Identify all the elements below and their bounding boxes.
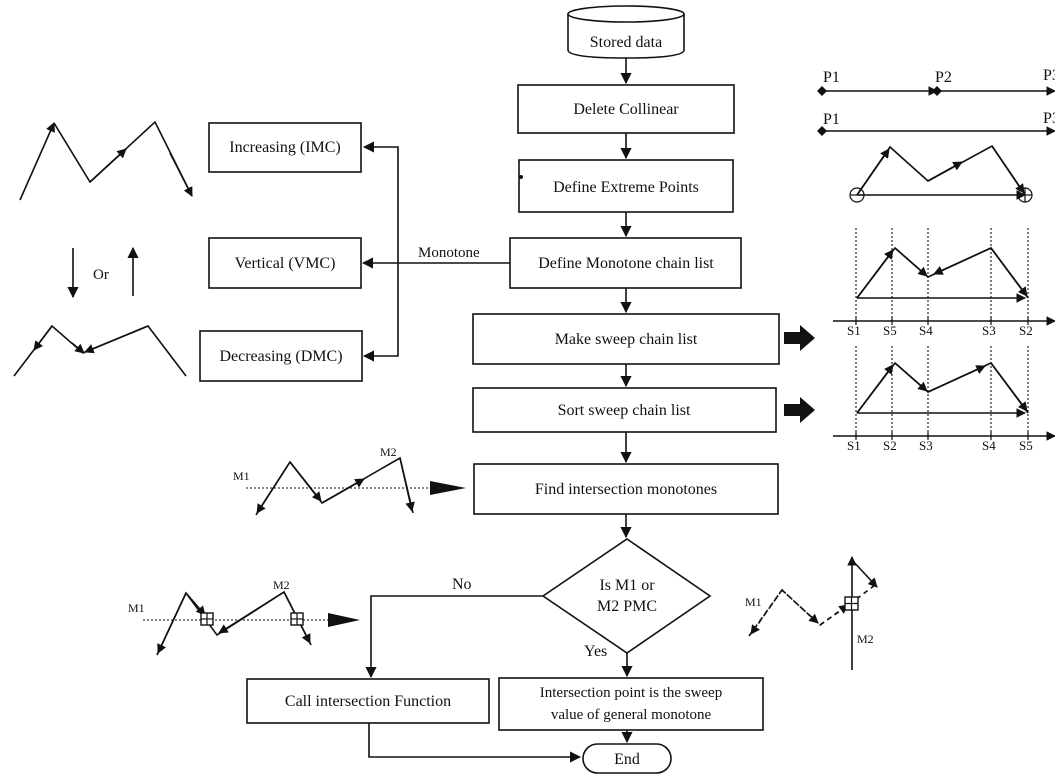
- no-m1-label: M1: [128, 601, 145, 615]
- sort-sweep-sketch: [784, 346, 1055, 441]
- stored-data-label: Stored data: [590, 34, 662, 51]
- decision-label-line1: Is M1 or: [599, 577, 655, 594]
- intersection-point-label-line1: Intersection point is the sweep: [540, 685, 722, 701]
- pmc-m2-label: M2: [857, 632, 874, 646]
- sweep_make-tick-label: S2: [1019, 323, 1033, 338]
- find-intersection-monotones-label: Find intersection monotones: [535, 481, 717, 498]
- make-sweep-sketch: [784, 228, 1055, 351]
- collinear-example: P1 P2 P3 P1 P3: [817, 67, 1055, 136]
- delete-collinear-node: Delete Collinear: [517, 84, 735, 134]
- increasing-box: Increasing (IMC): [208, 122, 362, 173]
- decreasing-label: Decreasing (DMC): [219, 348, 342, 365]
- delete-collinear-label: Delete Collinear: [573, 101, 679, 118]
- find-m1-label: M1: [233, 469, 250, 483]
- make-sweep-chain-list-node: Make sweep chain list: [472, 313, 780, 365]
- arrow-no-branch: [365, 595, 543, 679]
- decreasing-chain-sketch: [13, 324, 187, 377]
- find-intersection-sketch: M1 M2: [233, 445, 466, 516]
- end-label: End: [614, 751, 640, 768]
- sweep_sort-tick-label: S4: [982, 438, 996, 453]
- sort-sweep-chain-list-node: Sort sweep chain list: [472, 387, 777, 433]
- arrow-to-increasing: [362, 141, 399, 263]
- arrow-to-decreasing: [362, 263, 399, 362]
- or-label: Or: [93, 267, 109, 283]
- yes-label: Yes: [584, 643, 607, 660]
- vertical-label: Vertical (VMC): [235, 255, 336, 272]
- decision-label-line2: M2 PMC: [597, 598, 657, 615]
- increasing-label: Increasing (IMC): [229, 139, 341, 156]
- collinear-p3-label: P3: [1043, 67, 1055, 84]
- call-intersection-function-node: Call intersection Function: [246, 678, 490, 724]
- sweep_make-tick-label: S1: [847, 323, 861, 338]
- decreasing-box: Decreasing (DMC): [199, 330, 363, 382]
- make-sweep-ticks: S1 S5 S4 S3 S2: [847, 317, 1033, 338]
- end-node: End: [582, 743, 672, 774]
- increasing-chain-sketch: [19, 120, 193, 201]
- find-m2-label: M2: [380, 445, 397, 459]
- no-branch-sketch: M1 M2: [128, 578, 360, 656]
- find-intersection-monotones-node: Find intersection monotones: [473, 463, 779, 515]
- pmc-sketch: M1 M2: [745, 556, 878, 670]
- make-sweep-chain-list-label: Make sweep chain list: [555, 331, 698, 348]
- collinear-p1-label: P1: [823, 69, 840, 86]
- sweep_make-tick-label: S4: [919, 323, 933, 338]
- intersection-point-node: Intersection point is the sweep value of…: [498, 677, 764, 731]
- stored-data-node: Stored data: [567, 5, 685, 59]
- define-extreme-points-label: Define Extreme Points: [553, 179, 699, 196]
- arrow-call-to-end: [368, 723, 582, 763]
- no-m2-label: M2: [273, 578, 290, 592]
- define-monotone-chain-list-node: Define Monotone chain list: [509, 237, 742, 289]
- collinear-p3b-label: P3: [1043, 110, 1055, 127]
- sort-sweep-ticks: S1 S2 S3 S4 S5: [847, 432, 1033, 453]
- sort-sweep-chain-list-label: Sort sweep chain list: [558, 402, 691, 419]
- monotone-branch-label: Monotone: [418, 245, 480, 261]
- sweep_sort-tick-label: S5: [1019, 438, 1033, 453]
- no-label: No: [452, 576, 472, 593]
- sweep_make-tick-label: S5: [883, 323, 897, 338]
- extreme-points-sketch: [849, 144, 1033, 203]
- sweep_make-tick-label: S3: [982, 323, 996, 338]
- collinear-p1b-label: P1: [823, 111, 840, 128]
- sweep_sort-tick-label: S1: [847, 438, 861, 453]
- vertical-chain-sketch: Or: [67, 246, 139, 299]
- define-extreme-points-node: Define Extreme Points: [518, 159, 734, 213]
- pmc-m1-label: M1: [745, 595, 762, 609]
- sweep_sort-tick-label: S3: [919, 438, 933, 453]
- sweep_sort-tick-label: S2: [883, 438, 897, 453]
- call-intersection-function-label: Call intersection Function: [285, 693, 451, 710]
- intersection-point-label-line2: value of general monotone: [551, 707, 712, 723]
- define-monotone-chain-list-label: Define Monotone chain list: [538, 255, 714, 272]
- vertical-box: Vertical (VMC): [208, 237, 362, 289]
- decision-node: Is M1 or M2 PMC: [541, 538, 712, 654]
- collinear-p2-label: P2: [935, 69, 952, 86]
